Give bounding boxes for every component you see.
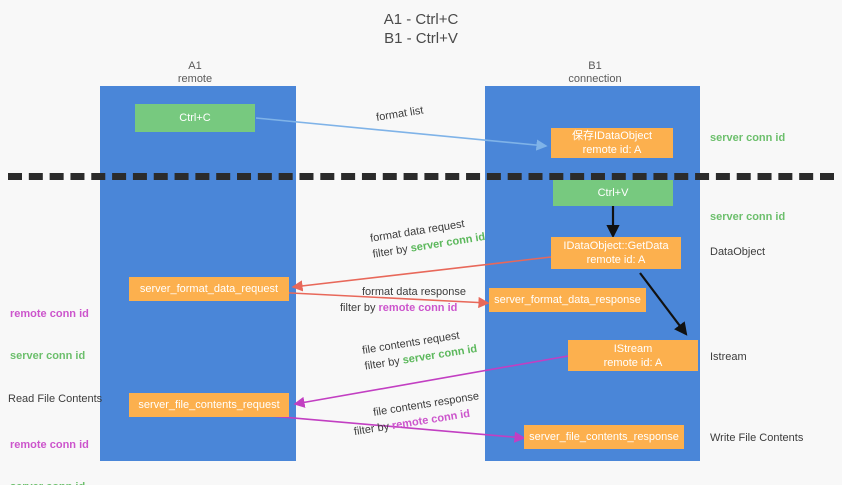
annotation-format-list: format list — [375, 104, 425, 124]
label-right-server-conn-id-1: server conn id — [710, 132, 786, 144]
label-left-conn-id-pair-2: remote conn id server conn id — [10, 410, 89, 485]
annotation-file-contents-response-prefix: filter by — [353, 420, 394, 439]
annotation-format-data-response-prefix: filter by — [340, 302, 379, 314]
box-ctrl-v[interactable]: Ctrl+V — [553, 180, 673, 206]
label-left-conn-id-pair-1: remote conn id server conn id — [10, 279, 89, 391]
box-server-format-data-response[interactable]: server_format_data_response — [489, 288, 646, 312]
box-istream[interactable]: IStream remote id: A — [568, 340, 698, 371]
label-left-read-file-contents: Read File Contents — [8, 393, 103, 405]
label-left-server-conn-id-2: server conn id — [10, 480, 89, 485]
label-left-remote-conn-id-2: remote conn id — [10, 439, 89, 451]
label-right-dataobject: DataObject — [710, 246, 766, 258]
box-save-dataobject[interactable]: 保存IDataObject remote id: A — [551, 128, 673, 158]
label-left-server-conn-id-1: server conn id — [10, 350, 86, 362]
annotation-format-data-response-value: remote conn id — [378, 302, 458, 314]
box-server-file-contents-request[interactable]: server_file_contents_request — [129, 393, 289, 417]
label-left-remote-conn-id-1: remote conn id — [10, 308, 89, 320]
box-server-file-contents-response[interactable]: server_file_contents_response — [524, 425, 684, 449]
page-title: A1 - Ctrl+C B1 - Ctrl+V — [383, 11, 459, 47]
label-right-server-conn-id-2: server conn id — [710, 211, 786, 223]
annotation-format-data-response: format data response filter by remote con… — [340, 284, 466, 316]
column-header-a1: A1 remote — [177, 60, 213, 85]
box-idataobject-getdata[interactable]: IDataObject::GetData remote id: A — [551, 237, 681, 269]
column-header-b1: B1 connection — [568, 60, 622, 85]
annotation-file-contents-request-prefix: filter by — [363, 354, 404, 373]
box-server-format-data-request[interactable]: server_format_data_request — [129, 277, 289, 301]
box-ctrl-c[interactable]: Ctrl+C — [135, 104, 255, 132]
phase-separator — [8, 173, 834, 180]
annotation-format-data-response-line1: format data response — [362, 286, 466, 298]
annotation-format-data-request-prefix: filter by — [371, 242, 412, 261]
label-right-write-file-contents: Write File Contents — [710, 432, 804, 444]
label-right-istream: Istream — [710, 351, 747, 363]
